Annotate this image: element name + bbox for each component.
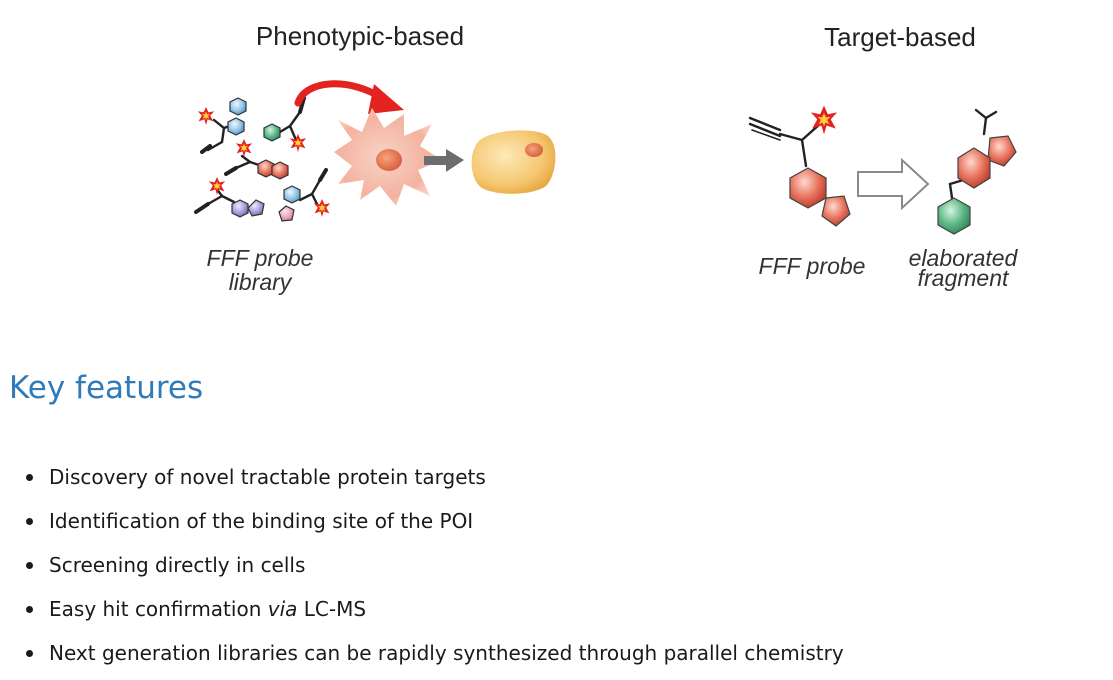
library-caption-line1: FFF probe (207, 245, 314, 271)
pentagon-ring-icon (987, 135, 1017, 167)
target-title: Target-based (824, 22, 976, 52)
feature-text: Discovery of novel tractable protein tar… (49, 465, 486, 489)
hollow-arrow-icon (857, 157, 930, 211)
hexagon-ring-icon (789, 167, 827, 209)
pentagon-ring-icon (821, 195, 851, 227)
feature-text-emphasis: via (267, 597, 298, 621)
elaborated-fragment (937, 108, 1017, 235)
features-list: Discovery of novel tractable protein tar… (22, 460, 1102, 680)
fff-probe (748, 105, 851, 227)
hexagon-ring-icon (937, 197, 971, 235)
key-features-heading: Key features (9, 370, 204, 406)
feature-text-before: Easy hit confirmation (49, 597, 268, 621)
figure-diagram: Phenotypic-based Target-based (0, 0, 1113, 320)
feature-text: Identification of the binding site of th… (49, 509, 474, 533)
hexagon-ring-icon (227, 97, 301, 222)
arrow-icon (424, 149, 464, 172)
red-curved-arrow-icon (294, 80, 404, 114)
list-item: Next generation libraries can be rapidly… (22, 636, 1102, 680)
feature-text: Next generation libraries can be rapidly… (49, 641, 844, 665)
cell-icon (334, 108, 442, 206)
list-item: Identification of the binding site of th… (22, 504, 1102, 548)
feature-text: Screening directly in cells (49, 553, 306, 577)
list-item: Screening directly in cells (22, 548, 1102, 592)
list-item: Easy hit confirmation via LC-MS (22, 592, 1102, 636)
probe-library (194, 96, 328, 214)
fragment-caption-line2: fragment (918, 265, 1010, 291)
hexagon-ring-icon (957, 147, 991, 189)
feature-text-after: LC-MS (297, 597, 367, 621)
cell-icon (471, 130, 556, 194)
phenotypic-title: Phenotypic-based (256, 21, 464, 51)
list-item: Discovery of novel tractable protein tar… (22, 460, 1102, 504)
fragment-caption-line1: elaborated (909, 245, 1019, 271)
library-caption-line2: library (229, 269, 293, 295)
probe-caption: FFF probe (759, 253, 866, 279)
